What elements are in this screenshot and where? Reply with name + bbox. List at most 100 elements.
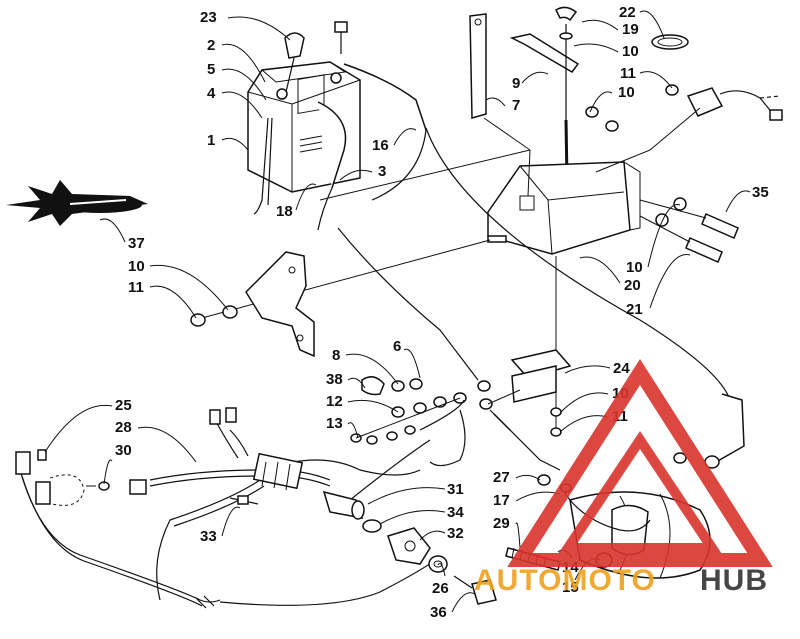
callout-number: 8 — [332, 347, 340, 364]
callout-number: 22 — [619, 4, 636, 21]
wiring-harness — [19, 399, 466, 609]
callout-number: 21 — [626, 301, 643, 318]
relay-bracket — [585, 84, 783, 132]
callout-number: 34 — [447, 504, 464, 521]
callout-number: 31 — [447, 481, 464, 498]
callout-number: 33 — [200, 528, 217, 545]
callout-leader-38 — [347, 377, 366, 389]
callout-leader-11 — [639, 71, 673, 89]
callout-leader-5 — [221, 68, 267, 101]
callout-number: 4 — [207, 85, 216, 102]
callout-number: 36 — [430, 604, 447, 621]
callout-leader-35 — [725, 190, 751, 213]
callout-leader-26 — [437, 562, 446, 577]
callout-number: 26 — [432, 580, 449, 597]
callout-number: 13 — [326, 415, 343, 432]
callout-number: 25 — [115, 397, 132, 414]
cable-tie — [651, 34, 689, 50]
callout-leader-27 — [515, 474, 541, 481]
callout-leader-36 — [451, 592, 476, 613]
callout-leader-10 — [559, 392, 609, 414]
callout-number: 3 — [378, 163, 386, 180]
callout-number: 37 — [128, 235, 145, 252]
callout-leader-22 — [639, 10, 665, 39]
callout-leader-3 — [339, 169, 373, 181]
battery-cables — [253, 63, 427, 231]
callout-number: 1 — [207, 132, 215, 149]
callout-number: 10 — [626, 259, 643, 276]
mounting-bolts — [639, 197, 739, 263]
starter-cable — [337, 127, 745, 471]
callout-number: 7 — [512, 97, 520, 114]
callout-leader-33 — [221, 506, 241, 537]
callout-leader-1 — [221, 137, 249, 151]
callout-labels: 2325411831622191097111035102021371011863… — [115, 4, 769, 621]
callout-leader-24 — [564, 365, 611, 374]
callout-leader-4 — [221, 91, 263, 119]
callout-number: 38 — [326, 371, 343, 388]
watermark-word-right: HUB — [700, 564, 768, 597]
callout-leader-8 — [345, 353, 399, 385]
callout-number: 32 — [447, 525, 464, 542]
callout-number: 17 — [493, 492, 510, 509]
callout-number: 2 — [207, 37, 215, 54]
callout-leader-12 — [347, 399, 399, 413]
callout-leader-10 — [647, 204, 681, 268]
callout-number: 18 — [276, 203, 293, 220]
callout-leader-10 — [149, 264, 229, 311]
callout-leader-29 — [515, 522, 521, 549]
ignition-switch — [322, 490, 497, 605]
callout-leader-30 — [103, 459, 113, 485]
callout-leader-13 — [347, 422, 359, 439]
callout-leader-21 — [649, 253, 691, 309]
callout-number: 12 — [326, 393, 343, 410]
callout-number: 5 — [207, 61, 215, 78]
callout-leader-32 — [419, 530, 446, 541]
callout-number: 24 — [613, 360, 630, 377]
battery-tray — [487, 161, 641, 255]
callout-number: 20 — [624, 277, 641, 294]
callout-leader-34 — [379, 510, 446, 525]
callout-number: 10 — [618, 84, 635, 101]
callout-leader-20 — [579, 256, 621, 284]
callout-leader-28 — [137, 426, 197, 463]
callout-leader-19 — [581, 19, 619, 31]
callout-leader-10 — [589, 91, 613, 113]
callout-number: 15 — [562, 579, 579, 596]
diode — [229, 495, 259, 505]
callout-number: 11 — [128, 279, 144, 296]
callout-leader-11 — [149, 285, 197, 319]
callout-leader-2 — [221, 43, 266, 83]
battery-bracket — [509, 6, 580, 120]
callout-leader-18 — [295, 183, 317, 211]
callout-number: 29 — [493, 515, 510, 532]
callout-number: 10 — [128, 258, 145, 275]
callout-number: 16 — [372, 137, 389, 154]
harness-connectors — [15, 449, 147, 506]
callout-number: 19 — [622, 21, 639, 38]
callout-leader-7 — [485, 97, 506, 107]
callout-number: 35 — [752, 184, 769, 201]
watermark: AUTOMOTO HUB — [474, 358, 773, 597]
starter-solenoid — [350, 349, 572, 445]
callout-number: 10 — [622, 43, 639, 60]
callout-leader-23 — [227, 16, 291, 41]
callout-number: 9 — [512, 75, 520, 92]
callout-leader-37 — [99, 218, 126, 243]
terminal-bolt — [334, 21, 348, 54]
callout-leaders — [44, 10, 751, 613]
callout-leader-25 — [44, 404, 113, 453]
callout-leader-6 — [403, 348, 421, 379]
watermark-word-left: AUTOMOTO — [474, 564, 656, 597]
callout-leader-31 — [367, 487, 446, 505]
callout-number: 27 — [493, 469, 510, 486]
callout-leader-16 — [393, 128, 417, 146]
callout-leader-10 — [573, 43, 619, 53]
callout-number: 28 — [115, 419, 132, 436]
callout-number: 11 — [620, 65, 636, 82]
hold-down-strap — [469, 13, 487, 119]
callout-number: 30 — [115, 442, 132, 459]
assembly-lines — [201, 107, 701, 430]
